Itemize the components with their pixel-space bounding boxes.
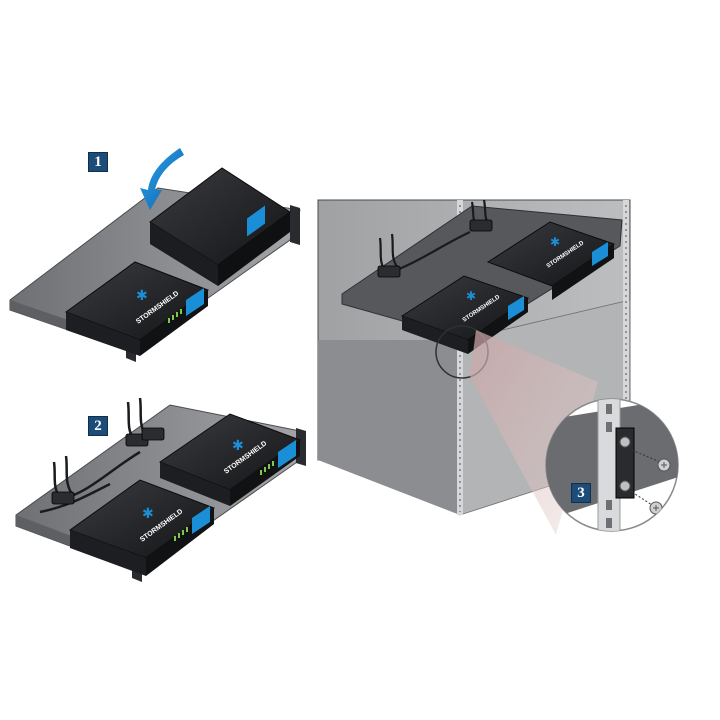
step-2-badge: 2 <box>88 416 108 436</box>
step-3-badge: 3 <box>571 483 591 503</box>
brand-logo-icon: ✱ <box>142 505 154 521</box>
insert-direction-arrow-icon <box>140 148 184 210</box>
appliance-rear: STORMSHIELD ✱ <box>158 413 302 506</box>
appliance-front: STORMSHIELD ✱ <box>68 479 216 576</box>
brand-logo-icon: ✱ <box>136 287 148 303</box>
rack-mount-bracket <box>615 427 635 499</box>
rack-cabinet-floor <box>318 340 460 515</box>
brand-logo-icon: ✱ <box>550 235 560 249</box>
mounting-screw-icon <box>649 501 663 515</box>
mounting-screw-icon <box>657 458 671 472</box>
step-3-illustration: STORMSHIELD ✱ STORMSHIELD ✱ <box>317 199 679 535</box>
step-1-badge: 1 <box>88 152 108 172</box>
cable-plugs <box>51 427 165 505</box>
brand-logo-icon: ✱ <box>232 437 244 453</box>
appliance-rear: STORMSHIELD ✱ <box>486 221 616 300</box>
brand-logo-icon: ✱ <box>466 289 476 303</box>
appliance-front: STORMSHIELD ✱ <box>64 261 210 356</box>
cable-plugs <box>377 219 493 278</box>
status-leds <box>168 309 182 323</box>
step-2-illustration: STORMSHIELD ✱ STORMSHIELD ✱ <box>15 397 306 582</box>
appliance-being-inserted <box>149 167 291 286</box>
rack-ear-right <box>290 205 300 245</box>
front-panel-display <box>186 288 204 316</box>
step-1-illustration: STORMSHIELD ✱ <box>9 148 301 362</box>
